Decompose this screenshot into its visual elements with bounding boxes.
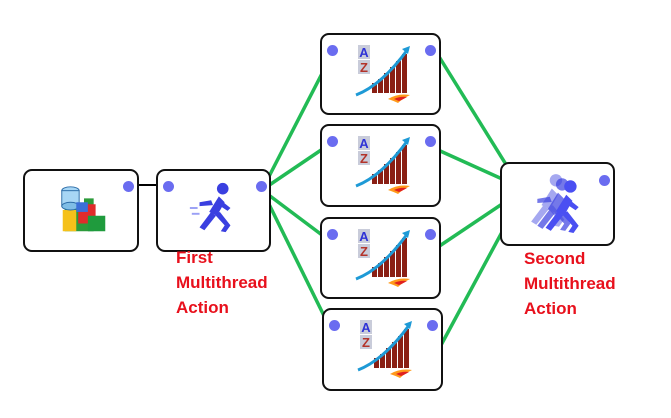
svg-text:Z: Z <box>362 335 370 350</box>
svg-text:A: A <box>361 320 371 335</box>
task-1-output-port[interactable] <box>425 45 436 56</box>
multi-runner-icon <box>531 174 579 233</box>
connector-first-to-task-4 <box>260 189 334 334</box>
svg-text:A: A <box>359 136 369 151</box>
parallel-task-node-4[interactable]: A Z <box>322 308 443 391</box>
first-action-output-port[interactable] <box>256 181 267 192</box>
puzzle-database-icon <box>61 186 106 232</box>
connector-first-to-task-1 <box>260 56 332 191</box>
running-person-icon <box>189 182 231 233</box>
task-2-input-port[interactable] <box>327 136 338 147</box>
svg-text:A: A <box>359 229 369 244</box>
sort-az-chart-icon: A Z <box>355 45 410 103</box>
svg-text:Z: Z <box>360 244 368 259</box>
second-multithread-action-label: Second Multithread Action <box>524 249 616 318</box>
task-4-output-port[interactable] <box>427 320 438 331</box>
task-4-input-port[interactable] <box>329 320 340 331</box>
svg-text:A: A <box>359 45 369 60</box>
svg-text:Z: Z <box>360 151 368 166</box>
sort-az-chart-icon: A Z <box>357 320 412 378</box>
parallel-task-node-3[interactable]: A Z <box>320 217 441 299</box>
second-multithread-action-node[interactable] <box>500 162 615 246</box>
task-3-input-port[interactable] <box>327 229 338 240</box>
connector-first-to-task-2 <box>261 142 332 192</box>
svg-text:Z: Z <box>360 60 368 75</box>
sort-az-chart-icon: A Z <box>355 229 410 287</box>
connector-first-to-task-3 <box>260 188 332 243</box>
task-2-output-port[interactable] <box>425 136 436 147</box>
second-action-output-port[interactable] <box>599 175 610 186</box>
task-3-output-port[interactable] <box>425 229 436 240</box>
task-1-input-port[interactable] <box>327 45 338 56</box>
parallel-task-node-2[interactable]: A Z <box>320 124 441 207</box>
source-node[interactable] <box>23 169 139 252</box>
parallel-task-node-1[interactable]: A Z <box>320 33 441 115</box>
sort-az-chart-icon: A Z <box>355 136 410 194</box>
first-multithread-action-node[interactable] <box>156 169 271 252</box>
source-output-port[interactable] <box>123 181 134 192</box>
first-action-input-port[interactable] <box>163 181 174 192</box>
first-multithread-action-label: First Multithread Action <box>176 248 268 317</box>
